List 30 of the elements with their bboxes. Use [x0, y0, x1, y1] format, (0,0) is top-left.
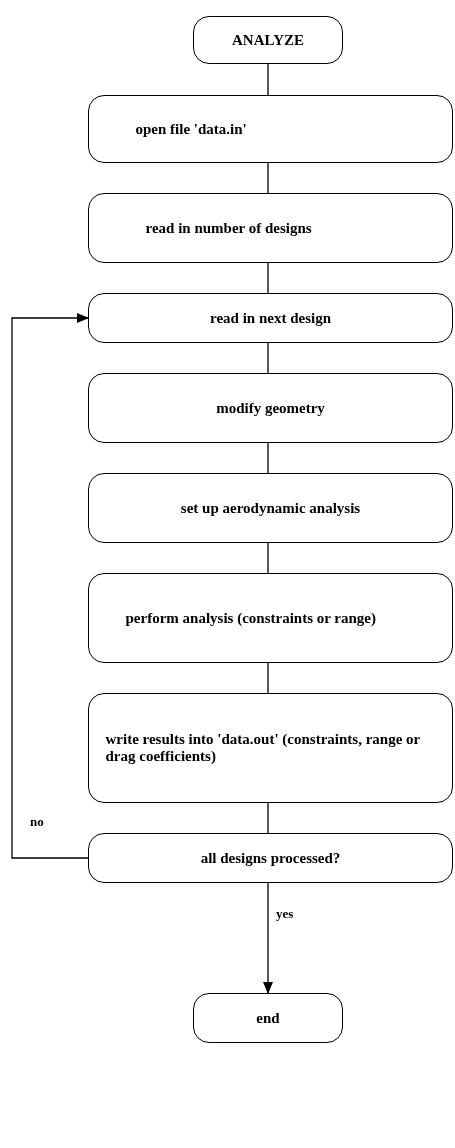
connector-line: [267, 63, 269, 96]
box-text: read in number of designs: [145, 219, 313, 237]
box-text: set up aerodynamic analysis: [180, 499, 361, 517]
process-box: [88, 473, 453, 543]
connector-line: [267, 802, 269, 834]
process-box: [88, 833, 453, 883]
process-box: [88, 95, 453, 163]
process-box: [88, 373, 453, 443]
process-box: [193, 993, 343, 1043]
arrow: [263, 882, 273, 994]
box-text: perform analysis (constraints or range): [125, 609, 378, 627]
connector-line: [267, 162, 269, 194]
process-box: [88, 573, 453, 663]
process-box: [88, 193, 453, 263]
box-text: open file 'data.in': [135, 120, 248, 138]
box-text: modify geometry: [216, 399, 325, 417]
box-text: ANALYZE: [232, 31, 304, 49]
process-box: [88, 693, 453, 803]
arrow: [11, 313, 89, 859]
box-text: write results into 'data.out' (constraints, range or drag coefficients): [105, 731, 421, 765]
process-box: [88, 293, 453, 343]
connector-line: [267, 262, 269, 294]
connector-line: [267, 542, 269, 574]
connector-line: [267, 342, 269, 374]
process-box: [193, 16, 343, 64]
box-text: read in next design: [210, 309, 331, 327]
box-text: all designs processed?: [200, 849, 341, 867]
connector-line: [267, 442, 269, 474]
box-text: end: [256, 1009, 280, 1027]
connector-line: [267, 662, 269, 694]
